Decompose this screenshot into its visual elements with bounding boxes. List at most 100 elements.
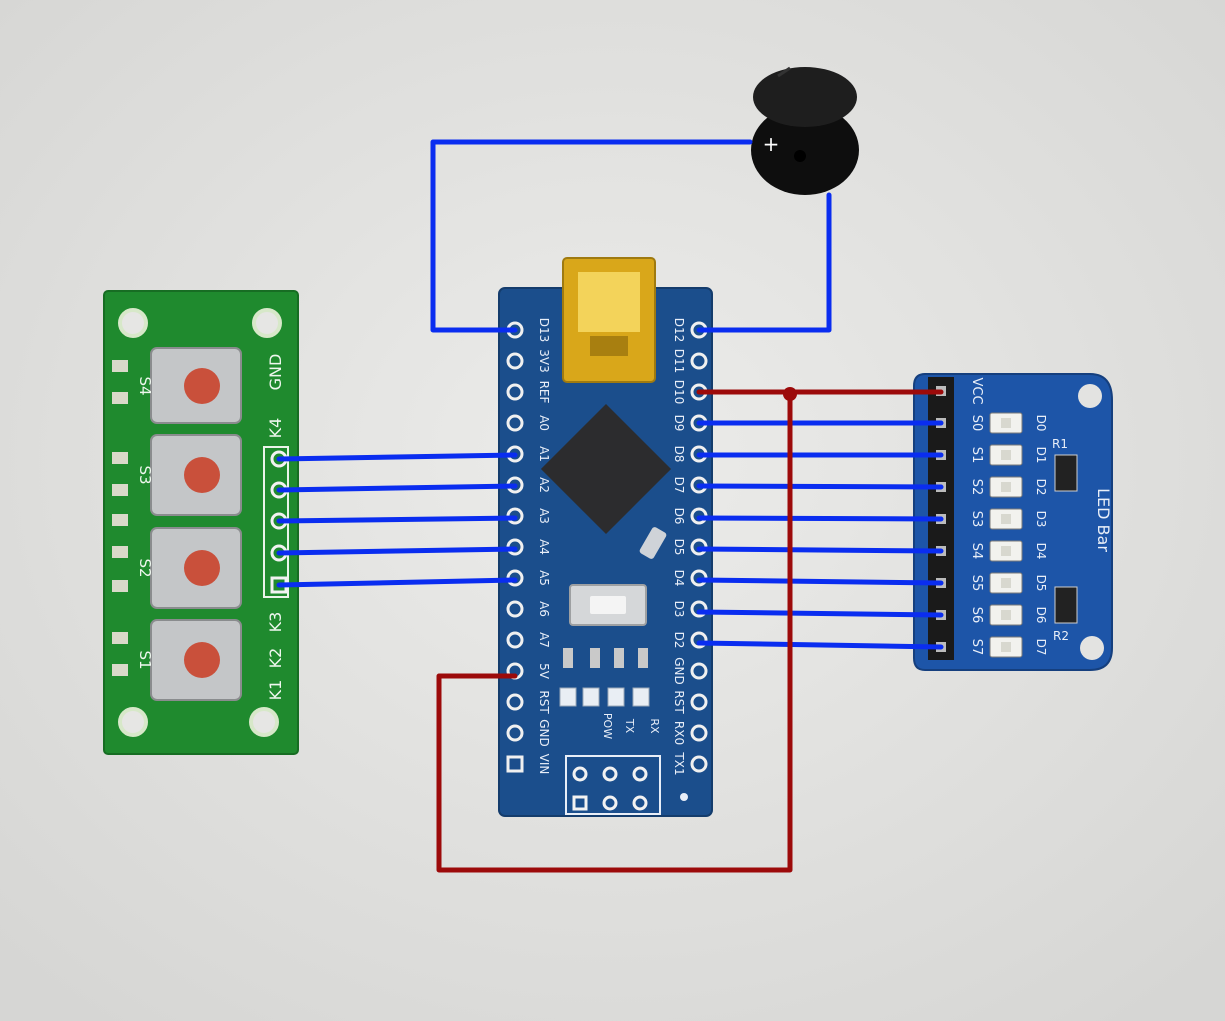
keypad-pin-label: K3 [266, 612, 285, 633]
status-led [632, 687, 650, 707]
mount-hole [1078, 384, 1102, 408]
nano-pin-label: D6 [672, 508, 686, 525]
keypad-signal-wire [276, 577, 518, 588]
nano-pin-label: D10 [672, 380, 686, 405]
nano-pin-label: A6 [537, 601, 551, 617]
mcu-chip [540, 403, 672, 535]
reset-button-cap[interactable] [590, 596, 626, 614]
keypad-pin-label: K1 [266, 680, 285, 701]
arduino-nano: POW TX RX D133V3REFA0A1A2A3A4A5A6A75VRST… [498, 257, 713, 817]
nano-pin [506, 755, 524, 773]
nano-pin-label: A5 [537, 570, 551, 586]
button-cap[interactable] [184, 642, 220, 678]
keypad-pin-label: K4 [266, 418, 285, 439]
led-die [1001, 482, 1011, 492]
resistor-pads [112, 360, 128, 676]
nano-pin [690, 352, 708, 370]
led-label: RX [648, 718, 661, 734]
nano-pin-label: A1 [537, 446, 551, 462]
buzzer-plus-mark: + [763, 132, 780, 156]
led-die [1001, 642, 1011, 652]
led-die [1001, 578, 1011, 588]
keypad-signal-wire [276, 515, 518, 524]
nano-pin [506, 693, 524, 711]
mount-hole [1080, 636, 1104, 660]
nano-pin-label: GND [672, 657, 686, 685]
status-led [559, 687, 577, 707]
ledbar-signal-wire [696, 515, 944, 522]
led-label: D0 [1034, 415, 1048, 432]
led-label: D1 [1034, 447, 1048, 464]
nano-pin-label: A3 [537, 508, 551, 524]
ledbar-pin-label: S7 [969, 639, 984, 656]
led-label: D2 [1034, 479, 1048, 496]
ledbar-pin-label: S4 [969, 543, 984, 560]
keypad-signal-wire [276, 452, 518, 462]
nano-pin-label: D2 [672, 632, 686, 649]
led-label: TX [623, 718, 636, 734]
keypad-module: S4 S3 S2 S1 GND K4 K3 K2 K1 [103, 290, 299, 755]
resistor-label: R1 [1052, 437, 1068, 451]
ledbar-pin-label: S6 [969, 607, 984, 624]
button-cap[interactable] [184, 368, 220, 404]
nano-pin-label: D12 [672, 318, 686, 343]
nano-pin [506, 724, 524, 742]
nano-pin [506, 414, 524, 432]
led-die [1001, 450, 1011, 460]
nano-pin [690, 755, 708, 773]
led-label: D5 [1034, 575, 1048, 592]
buzzer: + [751, 66, 859, 195]
resistor-array [1054, 586, 1078, 624]
nano-pin [690, 693, 708, 711]
ledbar-title: LED Bar [1094, 488, 1113, 552]
nano-pin-label: RST [672, 690, 686, 714]
ledbar-pin-label: S3 [969, 511, 984, 528]
mount-hole [249, 707, 279, 737]
led-die [1001, 418, 1011, 428]
mount-hole [118, 308, 148, 338]
usb-port [578, 272, 640, 332]
buzzer-icon [753, 67, 857, 127]
keypad-button[interactable] [150, 347, 242, 424]
buzzer-negative-wire [696, 192, 832, 333]
switch-label: S4 [136, 376, 154, 395]
ledbar-pin-label: S2 [969, 479, 984, 496]
ledbar-pin-label: S1 [969, 447, 984, 464]
mount-hole [118, 707, 148, 737]
mount-hole [252, 308, 282, 338]
status-led [607, 687, 625, 707]
nano-pin-label: GND [537, 719, 551, 747]
ledbar-signal-wire [696, 609, 944, 618]
ledbar-signal-wire [696, 577, 944, 586]
nano-pin-label: RST [537, 690, 551, 714]
nano-pin [506, 631, 524, 649]
keypad-button[interactable] [150, 619, 242, 701]
led-label: D4 [1034, 543, 1048, 560]
led-label: D3 [1034, 511, 1048, 528]
nano-pin-label: D5 [672, 539, 686, 556]
button-cap[interactable] [184, 550, 220, 586]
ledbar-pin-label: S5 [969, 575, 984, 592]
led-label: D7 [1034, 639, 1048, 656]
vcc-return-wire [436, 389, 793, 873]
nano-pin-label: D9 [672, 415, 686, 432]
crystal [639, 527, 667, 559]
switch-label: S3 [136, 465, 154, 484]
nano-pin-label: A0 [537, 415, 551, 431]
nano-pin-label: TX1 [672, 751, 686, 775]
keypad-button[interactable] [150, 434, 242, 516]
resistor-label: R2 [1053, 629, 1069, 643]
keypad-pin-label: GND [266, 354, 285, 391]
ledbar-signal-wire [696, 483, 944, 490]
nano-pin-label: D11 [672, 349, 686, 374]
nano-pin-label: D4 [672, 570, 686, 587]
nano-pin [690, 662, 708, 680]
button-cap[interactable] [184, 457, 220, 493]
nano-pin [690, 724, 708, 742]
ledbar-pin-label: VCC [969, 377, 984, 404]
nano-pin-label: RX0 [672, 721, 686, 745]
keypad-pin-label: K2 [266, 648, 285, 669]
led-die [1001, 514, 1011, 524]
keypad-button[interactable] [150, 527, 242, 609]
